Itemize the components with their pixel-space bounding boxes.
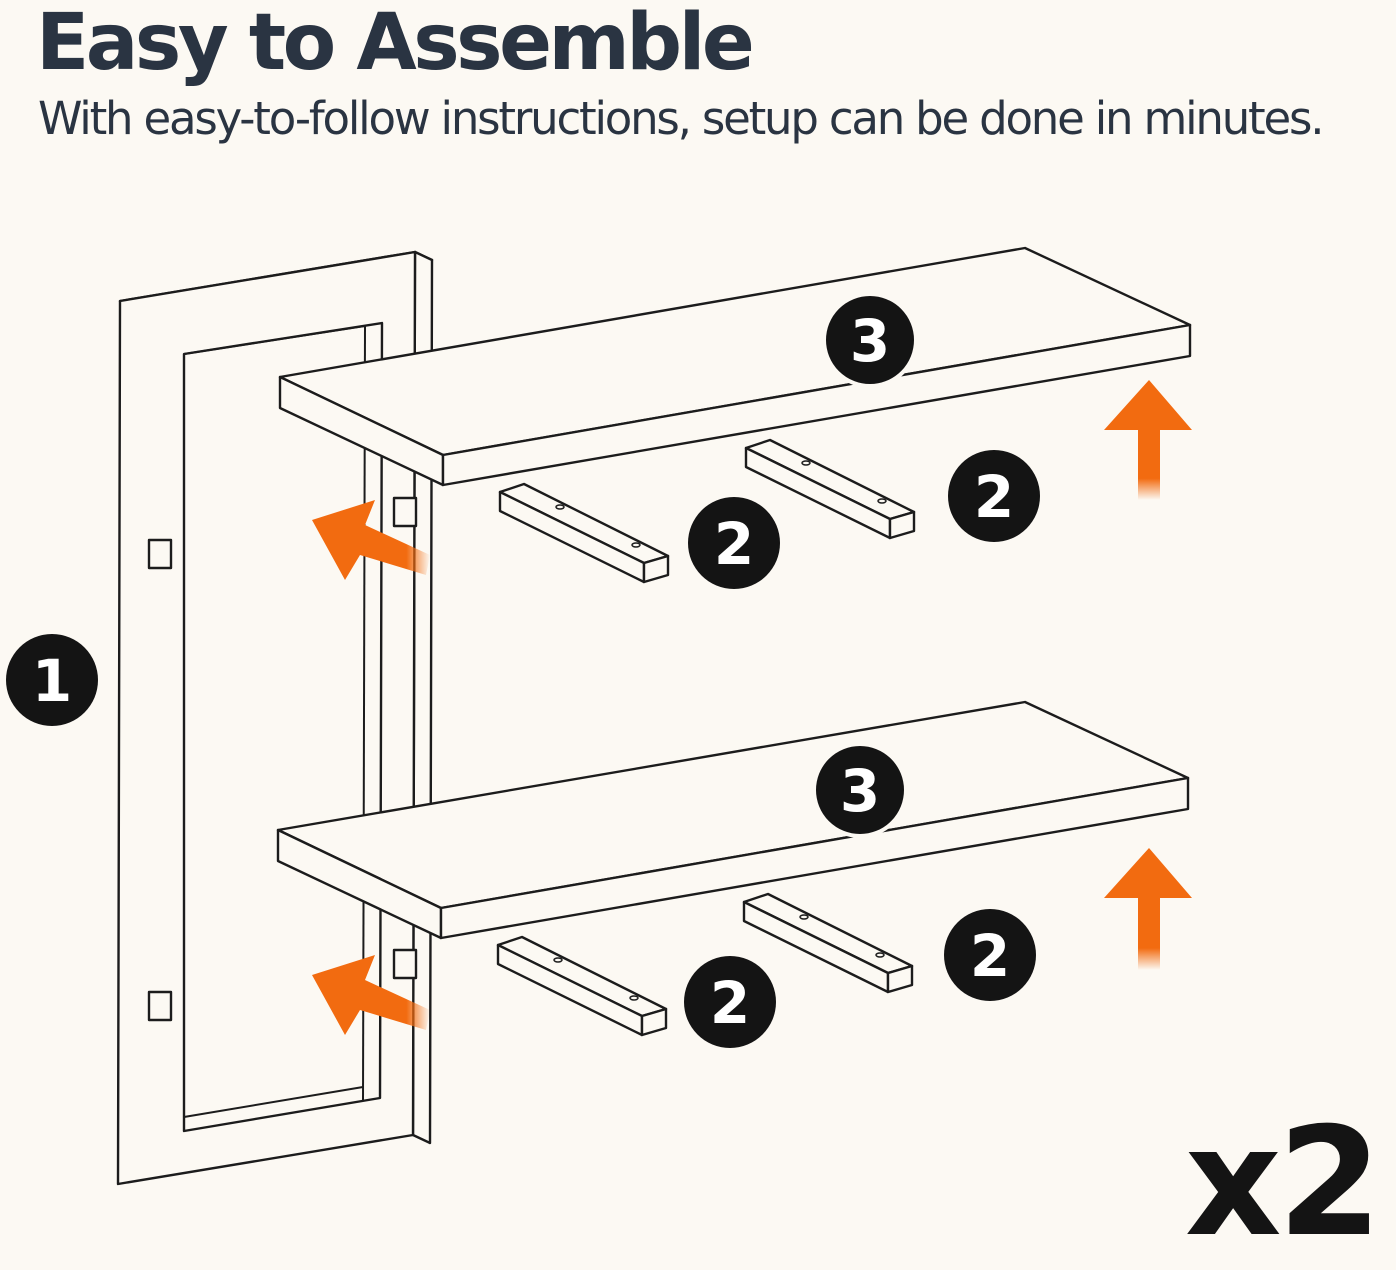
insert-arrow-bottom (312, 955, 430, 1035)
mount-slot (147, 496, 418, 1022)
badge-label: 3 (840, 757, 880, 825)
badge-bracket: 2 (948, 450, 1040, 542)
shelf-top (278, 246, 1192, 487)
bracket (498, 482, 670, 584)
quantity-multiplier: x2 (1184, 1096, 1382, 1270)
badge-label: 2 (974, 463, 1014, 531)
page-subtitle: With easy-to-follow instructions, setup … (38, 92, 1325, 145)
wall-frame (116, 250, 434, 1186)
badge-bracket: 2 (944, 909, 1036, 1001)
badge-bracket: 2 (684, 956, 776, 1048)
bracket (744, 438, 916, 540)
page-title: Easy to Assemble (36, 0, 755, 88)
shelf-bottom (276, 700, 1190, 940)
badge-label: 1 (32, 647, 72, 715)
assembly-diagram: 1 3 3 2 2 2 2 (6, 246, 1192, 1186)
badge-label: 2 (710, 969, 750, 1037)
badge-label: 3 (850, 307, 890, 375)
lift-arrow-bottom (1104, 848, 1192, 970)
bracket (742, 892, 914, 994)
badge-label: 2 (970, 922, 1010, 990)
lift-arrow-top (1104, 380, 1192, 500)
insert-arrow-top (312, 500, 430, 580)
badge-label: 2 (714, 510, 754, 578)
badge-frame: 1 (6, 634, 98, 726)
bracket (496, 935, 668, 1037)
badge-shelf: 3 (822, 292, 918, 388)
badge-bracket: 2 (688, 497, 780, 589)
badge-shelf: 3 (812, 742, 908, 838)
